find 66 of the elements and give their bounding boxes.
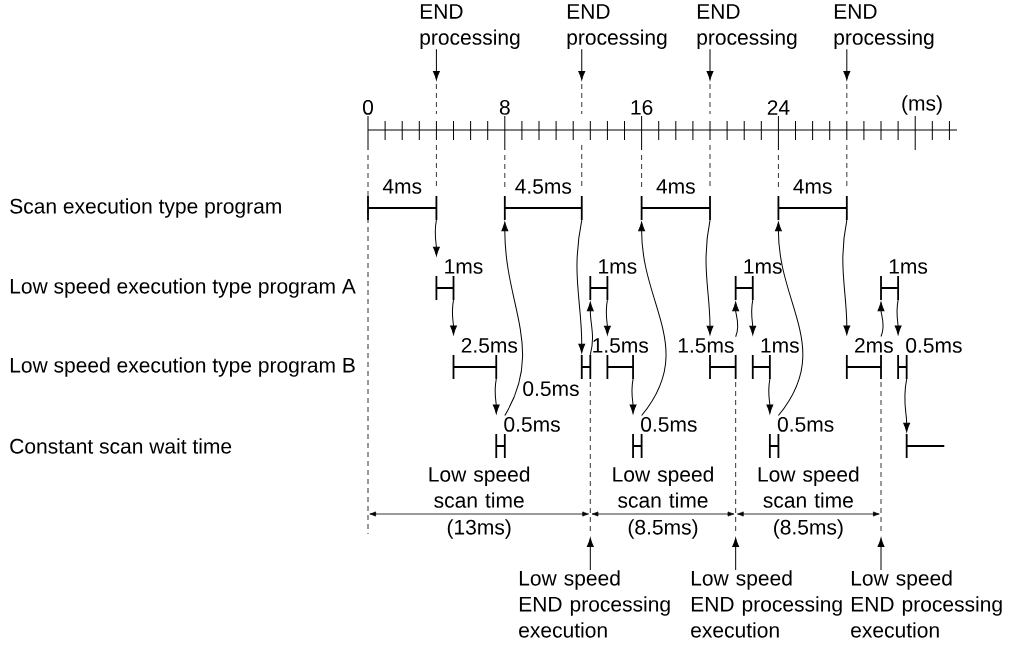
- dimension-label: (8.5ms): [774, 519, 843, 539]
- arrow: [705, 219, 714, 335]
- timing-bar: 4ms: [777, 179, 848, 221]
- arrow: [492, 378, 500, 414]
- arrow: [732, 537, 740, 571]
- timing-bar: 1ms: [589, 259, 637, 301]
- timing-bar: 4.5ms: [503, 179, 583, 221]
- timing-bar: 1ms: [751, 338, 799, 380]
- dimension-label: Low speed scan time: [429, 466, 530, 508]
- arrow: [842, 219, 851, 335]
- timing-bar: 0.5ms: [632, 416, 697, 459]
- arrow: [629, 378, 637, 414]
- event-label: END processing: [697, 4, 797, 49]
- event-label: END processing: [567, 4, 667, 49]
- axis-label: 16: [631, 99, 653, 115]
- row-label: Constant scan wait time: [10, 438, 232, 454]
- arrow: [894, 299, 902, 335]
- timing-bar: 1ms: [435, 259, 483, 301]
- dimension-label: (13ms): [447, 519, 511, 539]
- dimension-label: Low speed scan time: [613, 466, 713, 508]
- event-label: Low speed END processing execution: [519, 570, 670, 638]
- arrow: [586, 537, 594, 571]
- arrow: [576, 219, 586, 354]
- dimension-label: Low speed scan time: [758, 466, 859, 508]
- timing-bar: 1.5ms: [593, 338, 649, 380]
- arrow: [903, 378, 911, 433]
- timing-bar: 0.5ms: [495, 416, 560, 459]
- timing-bar: 2.5ms: [452, 337, 518, 380]
- timing-bar: 4ms: [640, 179, 711, 221]
- event-label: Low speed END processing execution: [851, 570, 1002, 638]
- event-label: END processing: [420, 4, 520, 49]
- timing-bar: 4ms: [367, 179, 438, 221]
- arrow: [877, 301, 885, 338]
- arrow: [586, 301, 594, 356]
- arrow: [843, 48, 851, 81]
- event-label: Low speed END processing execution: [691, 570, 842, 638]
- timing-bar: 1ms: [734, 259, 782, 301]
- arrow: [604, 299, 611, 335]
- timing-bar: [905, 433, 946, 459]
- arrow: [732, 301, 740, 338]
- arrow: [766, 378, 774, 414]
- arrow: [877, 537, 885, 571]
- axis-label: (ms): [902, 95, 942, 115]
- row-label: Low speed execution type program A: [10, 278, 356, 298]
- row-label: Scan execution type program: [10, 198, 281, 218]
- timing-bar: 1.5ms: [678, 338, 737, 380]
- row-label: Low speed execution type program B: [10, 357, 355, 377]
- timing-bar: 1ms: [880, 259, 928, 301]
- arrow: [450, 299, 457, 335]
- arrow: [749, 299, 757, 335]
- dimension-label: (8.5ms): [628, 519, 698, 539]
- axis-label: 0: [363, 99, 373, 115]
- arrow: [638, 221, 667, 417]
- arrow: [706, 48, 714, 81]
- axis-label: 8: [499, 99, 510, 115]
- axis-label: 24: [767, 100, 790, 115]
- arrow: [775, 221, 804, 417]
- arrow: [433, 48, 440, 81]
- arrow: [433, 219, 440, 256]
- timing-bar: 0.5ms: [523, 354, 592, 397]
- event-label: END processing: [834, 4, 934, 49]
- arrow: [501, 221, 524, 417]
- arrow: [578, 48, 586, 81]
- timing-bar: 0.5ms: [897, 337, 962, 380]
- timing-bar: 0.5ms: [768, 416, 834, 459]
- timing-bar: 2ms: [845, 337, 893, 380]
